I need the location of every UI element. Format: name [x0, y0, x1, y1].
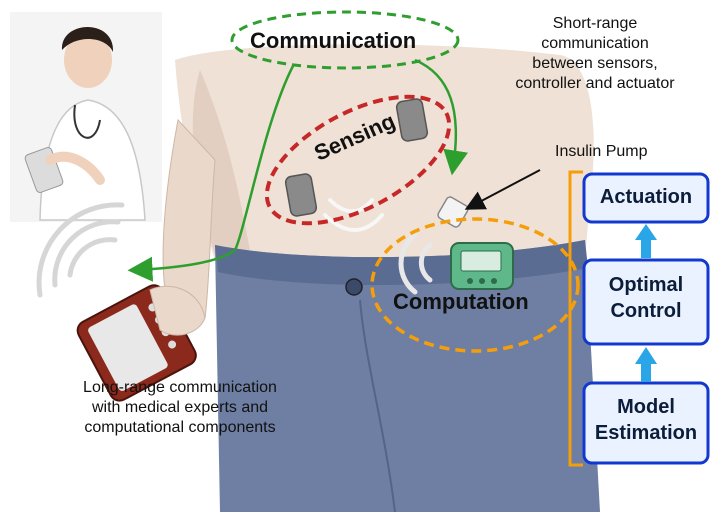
- jeans-button: [346, 279, 362, 295]
- label-insulin-pump: Insulin Pump: [555, 142, 648, 162]
- up-arrow-2: [635, 347, 657, 382]
- box-model-estimation-label: Model Estimation: [584, 394, 708, 446]
- label-long-range: Long-range communication with medical ex…: [30, 378, 330, 438]
- box-actuation-label: Actuation: [584, 184, 708, 210]
- doctor-illustration: [10, 12, 162, 222]
- box-optimal-control-label: Optimal Control: [584, 272, 708, 324]
- up-arrow-1: [635, 224, 657, 258]
- label-computation: Computation: [393, 288, 529, 316]
- label-short-range: Short-range communication between sensor…: [490, 14, 700, 94]
- insulin-pump-icon: [451, 243, 513, 289]
- label-communication: Communication: [250, 27, 416, 55]
